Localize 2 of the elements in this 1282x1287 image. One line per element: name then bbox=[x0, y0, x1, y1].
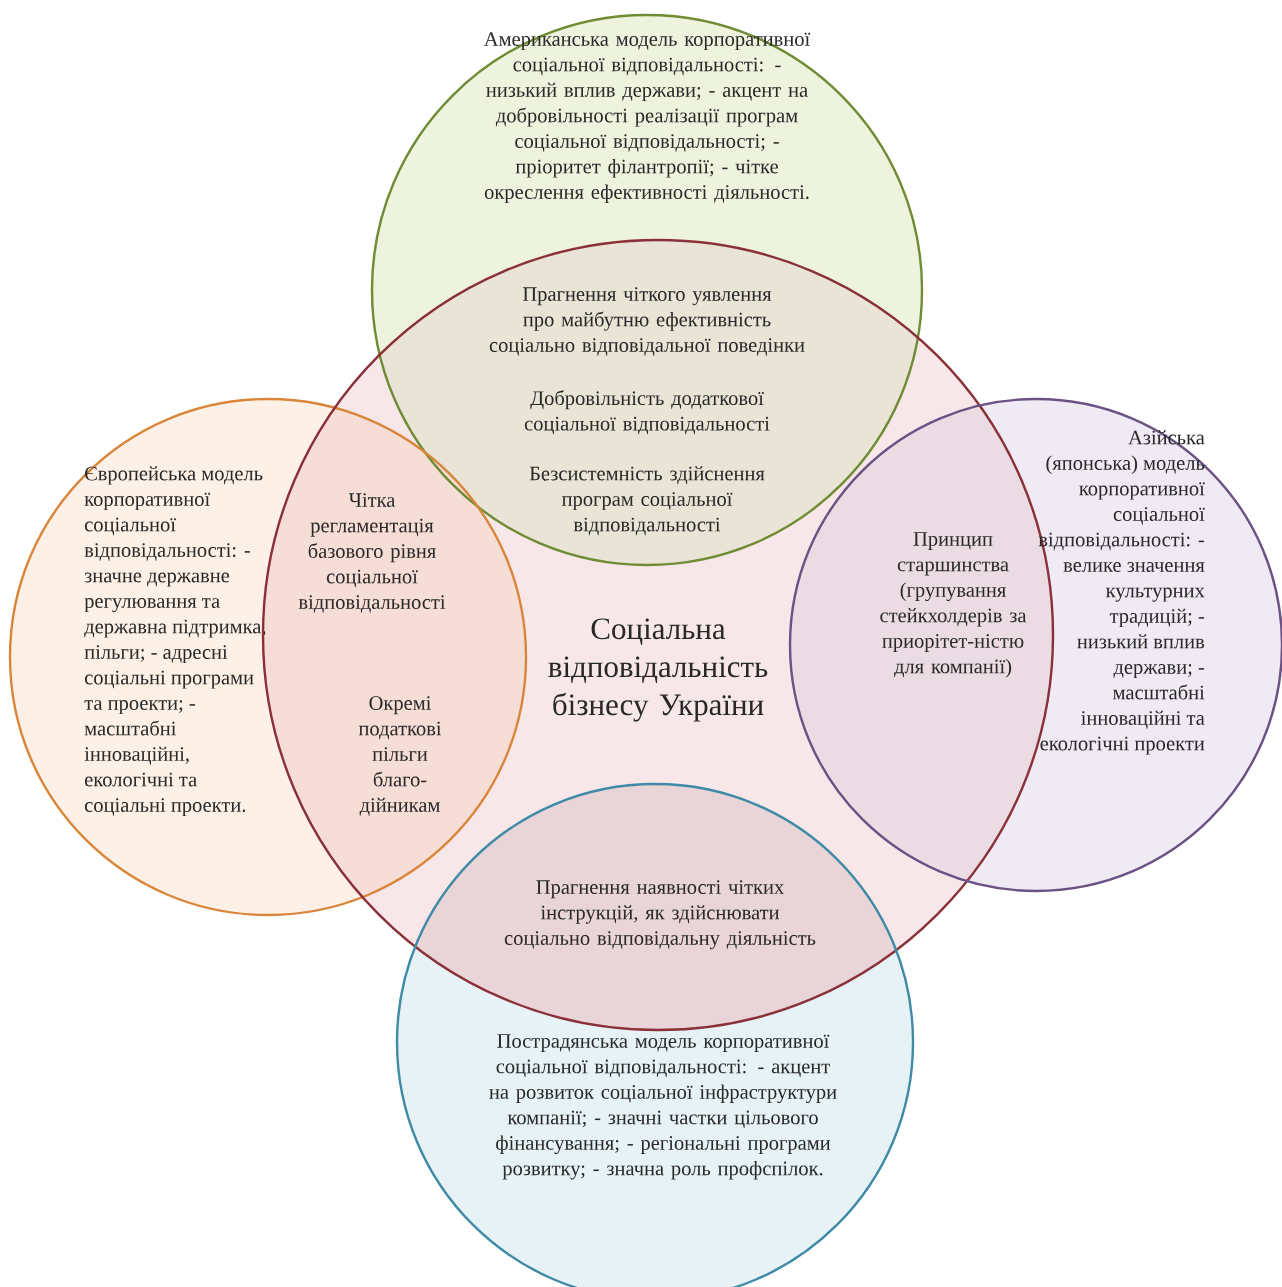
overlap-text: Безсистемність здійснення програм соціальної відповідальності bbox=[529, 466, 765, 536]
overlap-text: Прагнення чіткого уявлення про майбутню ефективність соціально відповідальної поведінки bbox=[489, 287, 805, 356]
